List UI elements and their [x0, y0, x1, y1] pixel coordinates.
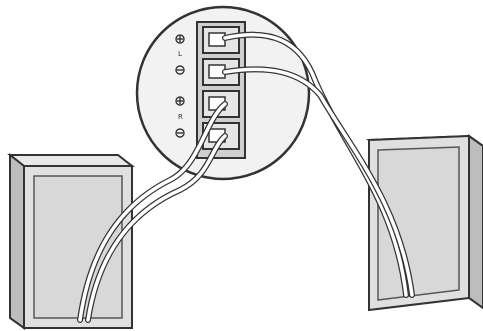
minus-symbol-icon-2 — [175, 128, 185, 138]
right-channel-label: R — [178, 113, 183, 121]
minus-symbol-icon-1 — [175, 65, 185, 75]
plus-symbol-icon-1 — [175, 34, 185, 44]
left-speaker-side — [9, 152, 25, 330]
wires-right-speaker — [222, 31, 415, 298]
jack-1 — [202, 26, 240, 54]
right-speaker-side — [468, 134, 483, 310]
panel-symbols — [175, 34, 185, 138]
left-speaker-panel — [33, 175, 123, 319]
connector-panel-magnifier: L R — [135, 5, 311, 181]
wires-left-speaker — [77, 101, 228, 323]
right-speaker — [366, 134, 483, 312]
left-channel-label: L — [178, 50, 182, 58]
plus-symbol-icon-2 — [175, 96, 185, 106]
left-speaker-top — [7, 154, 135, 167]
